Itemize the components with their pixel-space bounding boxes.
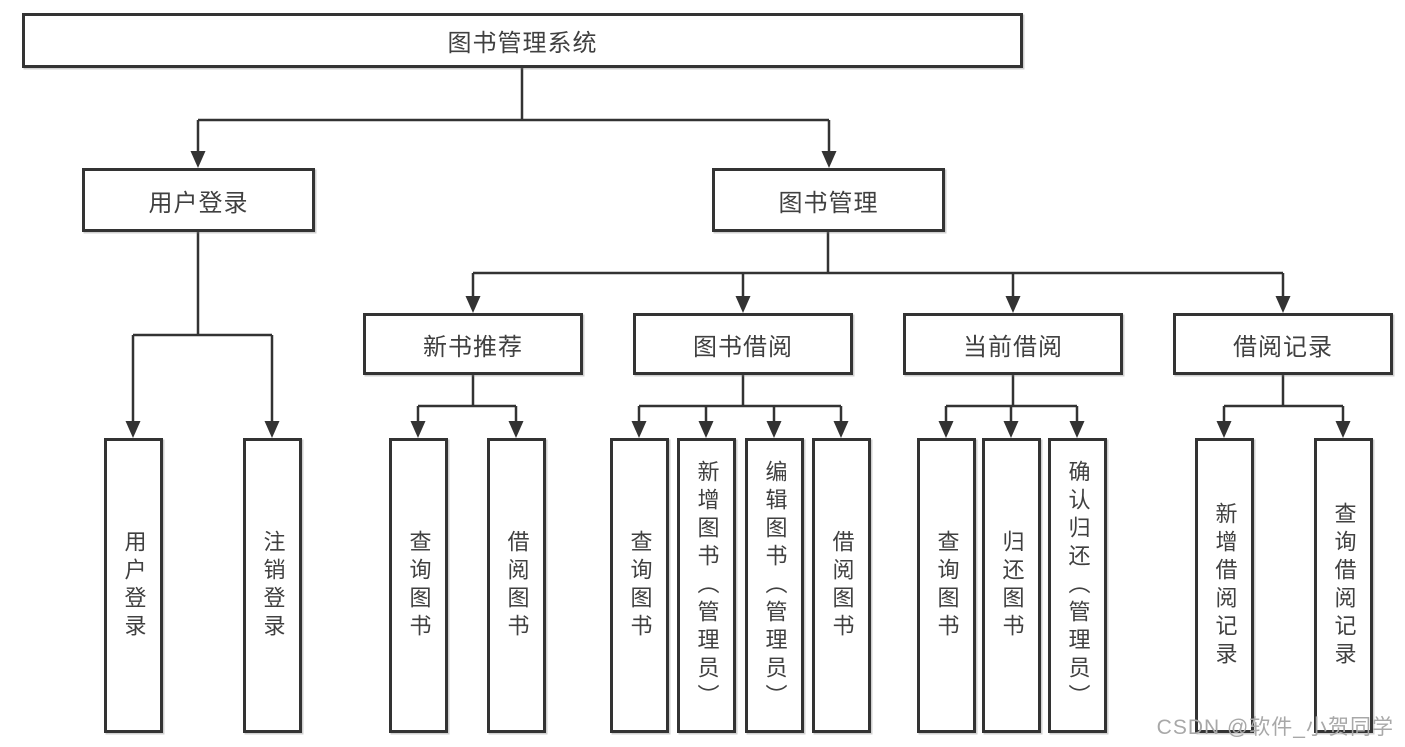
node-label: 借阅记录 — [1233, 333, 1333, 361]
node-label: 查询借阅记录 — [1331, 501, 1357, 670]
leaf-query-books: 查询图书 — [610, 438, 669, 733]
node-label: 确认归还（管理员） — [1065, 459, 1091, 712]
leaf-logout: 注销登录 — [243, 438, 302, 733]
leaf-add-books-admin: 新增图书（管理员） — [677, 438, 736, 733]
leaf-borrow-books: 借阅图书 — [812, 438, 871, 733]
node-label: 新增借阅记录 — [1212, 501, 1238, 670]
leaf-query-borrow-record: 查询借阅记录 — [1314, 438, 1373, 733]
node-label: 当前借阅 — [963, 333, 1063, 361]
node-label: 图书管理系统 — [447, 30, 598, 57]
leaf-confirm-return-admin: 确认归还（管理员） — [1048, 438, 1107, 733]
node-label: 图书管理 — [778, 189, 879, 217]
node-borrow-records: 借阅记录 — [1173, 313, 1393, 375]
node-label: 查询图书 — [934, 529, 960, 642]
node-label: 注销登录 — [260, 529, 286, 642]
csdn-watermark: CSDN @软件_小贺同学 — [1156, 716, 1394, 739]
leaf-return-books: 归还图书 — [982, 438, 1041, 733]
leaf-add-borrow-record: 新增借阅记录 — [1195, 438, 1254, 733]
leaf-query-books: 查询图书 — [917, 438, 976, 733]
node-label: 借阅图书 — [504, 529, 530, 642]
node-label: 编辑图书（管理员） — [762, 459, 788, 712]
node-label: 查询图书 — [406, 529, 432, 642]
node-label: 图书借阅 — [693, 333, 793, 361]
node-new-book-recommend: 新书推荐 — [363, 313, 583, 375]
node-label: 借阅图书 — [829, 529, 855, 642]
leaf-edit-books-admin: 编辑图书（管理员） — [745, 438, 804, 733]
node-current-borrow: 当前借阅 — [903, 313, 1123, 375]
node-user-login: 用户登录 — [82, 168, 315, 232]
node-book-borrow: 图书借阅 — [633, 313, 853, 375]
node-label: 新书推荐 — [423, 333, 523, 361]
arrowhead-icons — [125, 151, 1351, 438]
leaf-query-books: 查询图书 — [389, 438, 448, 733]
node-library-management-system: 图书管理系统 — [22, 13, 1023, 68]
leaf-borrow-books: 借阅图书 — [487, 438, 546, 733]
node-label: 归还图书 — [999, 529, 1025, 642]
node-label: 用户登录 — [121, 529, 147, 642]
node-label: 查询图书 — [627, 529, 653, 642]
leaf-user-login: 用户登录 — [104, 438, 163, 733]
node-label: 用户登录 — [148, 189, 249, 217]
node-label: 新增图书（管理员） — [694, 459, 720, 712]
node-book-management: 图书管理 — [712, 168, 945, 232]
